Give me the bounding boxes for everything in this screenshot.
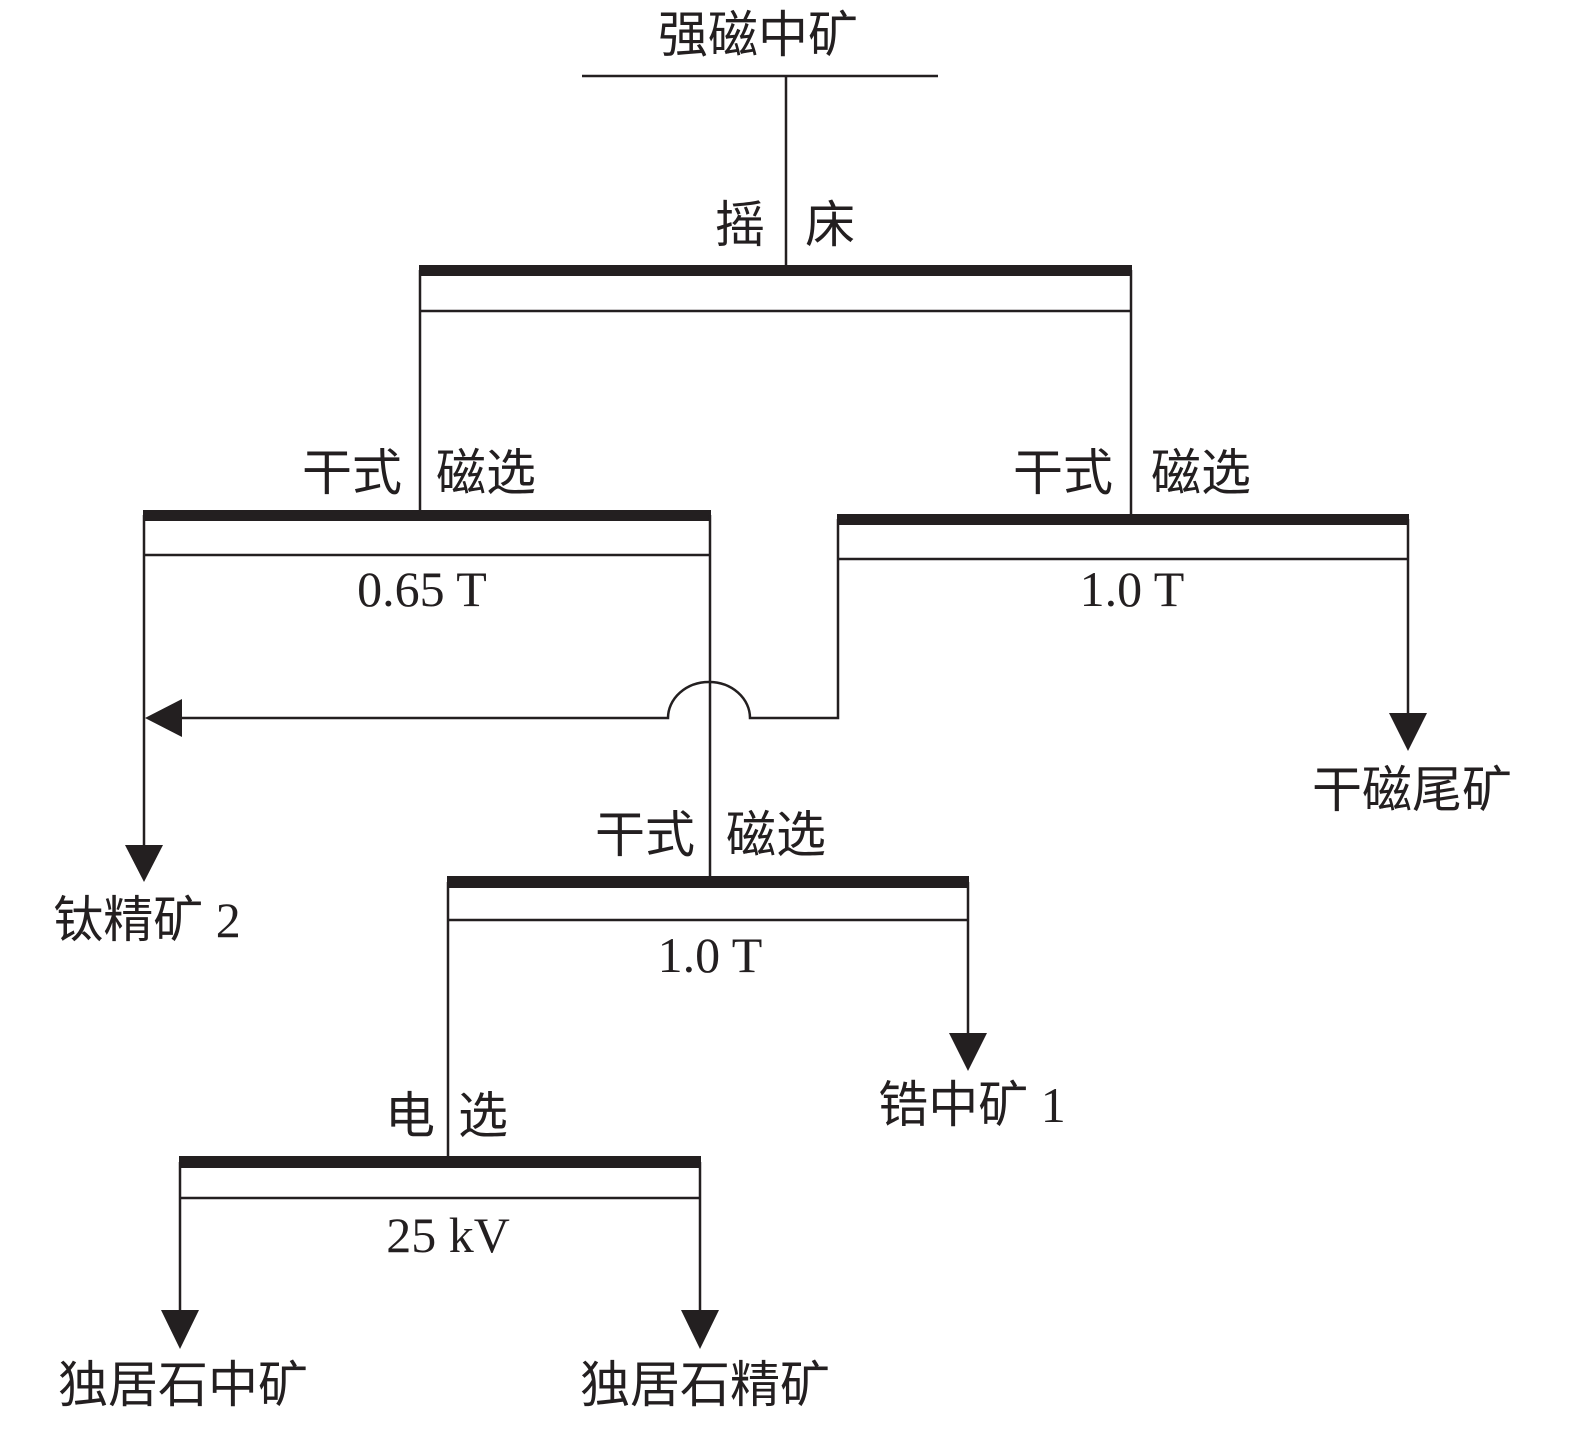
stage3-setting: 1.0 T [658, 927, 763, 983]
stage4-label-right: 选 [458, 1088, 508, 1144]
stage2-left-setting: 0.65 T [357, 561, 487, 617]
stage2-right-operation-box [837, 514, 1409, 561]
arrow-down-icon [161, 1310, 199, 1349]
stage4-label-left: 电 [385, 1088, 435, 1144]
stage1-operation-box [419, 265, 1132, 313]
product-zircon-middling: 锆中矿 1 [878, 1077, 1066, 1133]
arrow-down-icon [681, 1310, 719, 1349]
product-monazite-concentrate: 独居石精矿 [580, 1357, 830, 1413]
stage2-right-magnetic-stream [182, 519, 840, 720]
stage2-right-setting: 1.0 T [1080, 561, 1185, 617]
product-dry-tailings: 干磁尾矿 [1312, 762, 1512, 818]
product-monazite-middling: 独居石中矿 [58, 1357, 308, 1413]
arrow-left-icon [145, 699, 182, 737]
stage2-right-label-left: 干式 [1013, 445, 1113, 501]
product-titanium-concentrate: 钛精矿 2 [53, 892, 241, 948]
stage3-operation-box [447, 876, 969, 922]
stage2-left-label-left: 干式 [302, 445, 402, 501]
arrow-down-icon [125, 845, 163, 882]
stage3-label-right: 磁选 [726, 807, 826, 863]
stage4-operation-box [179, 1156, 701, 1200]
stage2-left-label-right: 磁选 [436, 445, 536, 501]
arrow-down-icon [1389, 713, 1427, 751]
stage2-right-label-right: 磁选 [1151, 445, 1251, 501]
stage4-setting: 25 kV [386, 1207, 510, 1263]
stage1-label-left: 摇 [715, 197, 765, 253]
arrow-down-icon [949, 1033, 987, 1071]
stage1-label-right: 床 [805, 197, 855, 253]
stage3-label-left: 干式 [595, 807, 695, 863]
feed-label: 强磁中矿 [658, 7, 858, 63]
stage2-left-operation-box [143, 510, 711, 557]
